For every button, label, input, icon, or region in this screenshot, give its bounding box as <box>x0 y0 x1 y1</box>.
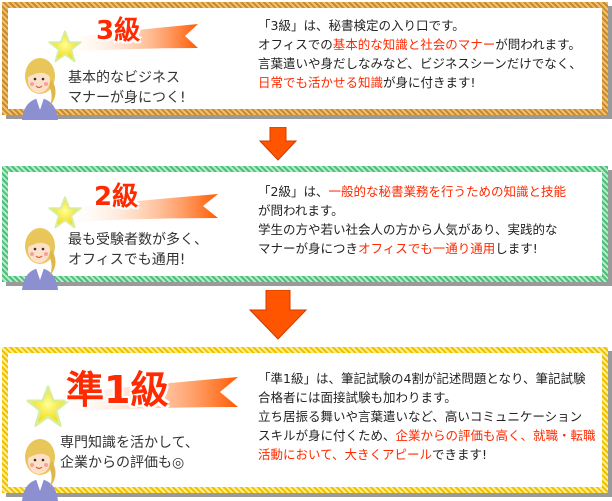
description-line: スキルが身に付くため、企業からの評価も高く、就職・転職 <box>258 426 596 445</box>
text: が問われます。 <box>258 203 344 218</box>
highlight-text: 一般的な秘書業務を行うための知識と技能 <box>328 184 566 199</box>
text: が問われます。 <box>495 37 581 52</box>
down-arrow-icon <box>248 290 308 340</box>
description: 「準1級」は、筆記試験の4割が記述問題となり、筆記試験合格者には面接試験も加わり… <box>258 369 596 464</box>
highlight-text: 日常でも活かせる知識 <box>258 75 384 90</box>
grade-title: 3級 <box>96 16 141 46</box>
grade-title: 準1級 <box>66 368 169 412</box>
highlight-text: 企業からの評価も高く、就職・転職 <box>395 428 596 443</box>
highlight-text: オフィスでも一通り通用 <box>358 241 496 256</box>
text: スキルが身に付くため、 <box>258 428 396 443</box>
ribbon-banner <box>58 377 238 412</box>
description-line: 日常でも活かせる知識が身に付きます! <box>258 73 582 92</box>
text: 「3級」は、秘書検定の入り口です。 <box>258 18 465 33</box>
description-line: オフィスでの基本的な知識と社会のマナーが問われます。 <box>258 35 582 54</box>
description-line: 言葉遣いや身だしなみなど、ビジネスシーンだけでなく、 <box>258 54 582 73</box>
description-line: 学生の方や若い社会人の方から人気があり、実践的な <box>258 220 566 239</box>
highlight-text: 活動において、大きくアピール <box>258 447 433 462</box>
text: 「2級」は、 <box>258 184 329 199</box>
description-line: 活動において、大きくアピールできます! <box>258 445 596 464</box>
avatar <box>21 438 59 501</box>
description-line: 合格者には面接試験も加わります。 <box>258 388 596 407</box>
tagline: 最も受験者数が多く、 オフィスでも通用! <box>68 232 208 268</box>
level-pre1-panel: 準1級専門知識を活かして、 企業からの評価も◎ 「準1級」は、筆記試験の4割が記述… <box>2 347 608 501</box>
text: 立ち居振る舞いや言葉遣いなど、高いコミュニケーション <box>258 409 583 424</box>
description: 「3級」は、秘書検定の入り口です。オフィスでの基本的な知識と社会のマナーが問われ… <box>258 16 582 92</box>
tagline: 基本的なビジネス マナーが身につく! <box>68 70 186 106</box>
avatar <box>21 227 59 290</box>
text: マナーが身につき <box>258 241 359 256</box>
ribbon-banner <box>68 194 218 222</box>
description-line: 「3級」は、秘書検定の入り口です。 <box>258 16 582 35</box>
text: オフィスでの <box>258 37 333 52</box>
description-line: マナーが身につきオフィスでも一通り通用します! <box>258 239 566 258</box>
tagline: 専門知識を活かして、 企業からの評価も◎ <box>60 435 199 471</box>
star-icon <box>26 385 70 427</box>
text: 「準1級」は、筆記試験の4割が記述問題となり、筆記試験 <box>258 371 586 386</box>
description-line: 「2級」は、一般的な秘書業務を行うための知識と技能 <box>258 182 566 201</box>
down-arrow-icon <box>258 127 298 161</box>
grade-title: 2級 <box>94 182 139 212</box>
highlight-text: 基本的な知識と社会のマナー <box>332 37 496 52</box>
description-line: 立ち居振る舞いや言葉遣いなど、高いコミュニケーション <box>258 407 596 426</box>
text: 学生の方や若い社会人の方から人気があり、実践的な <box>258 222 558 237</box>
avatar <box>21 57 59 120</box>
description-line: が問われます。 <box>258 201 566 220</box>
text: 合格者には面接試験も加わります。 <box>258 390 457 405</box>
description: 「2級」は、一般的な秘書業務を行うための知識と技能が問われます。学生の方や若い社… <box>258 182 566 258</box>
text: 言葉遣いや身だしなみなど、ビジネスシーンだけでなく、 <box>258 56 582 71</box>
level-3-panel: 3級基本的なビジネス マナーが身につく!「3級」は、秘書検定の入り口です。オフィ… <box>2 2 608 120</box>
level-2-panel: 2級最も受験者数が多く、 オフィスでも通用! 「2級」は、一般的な秘書業務を行うた… <box>2 166 608 290</box>
text: できます! <box>432 447 488 462</box>
text: が身に付きます! <box>383 75 476 90</box>
ribbon-banner <box>68 24 198 52</box>
description-line: 「準1級」は、筆記試験の4割が記述問題となり、筆記試験 <box>258 369 596 388</box>
text: します! <box>495 241 538 256</box>
